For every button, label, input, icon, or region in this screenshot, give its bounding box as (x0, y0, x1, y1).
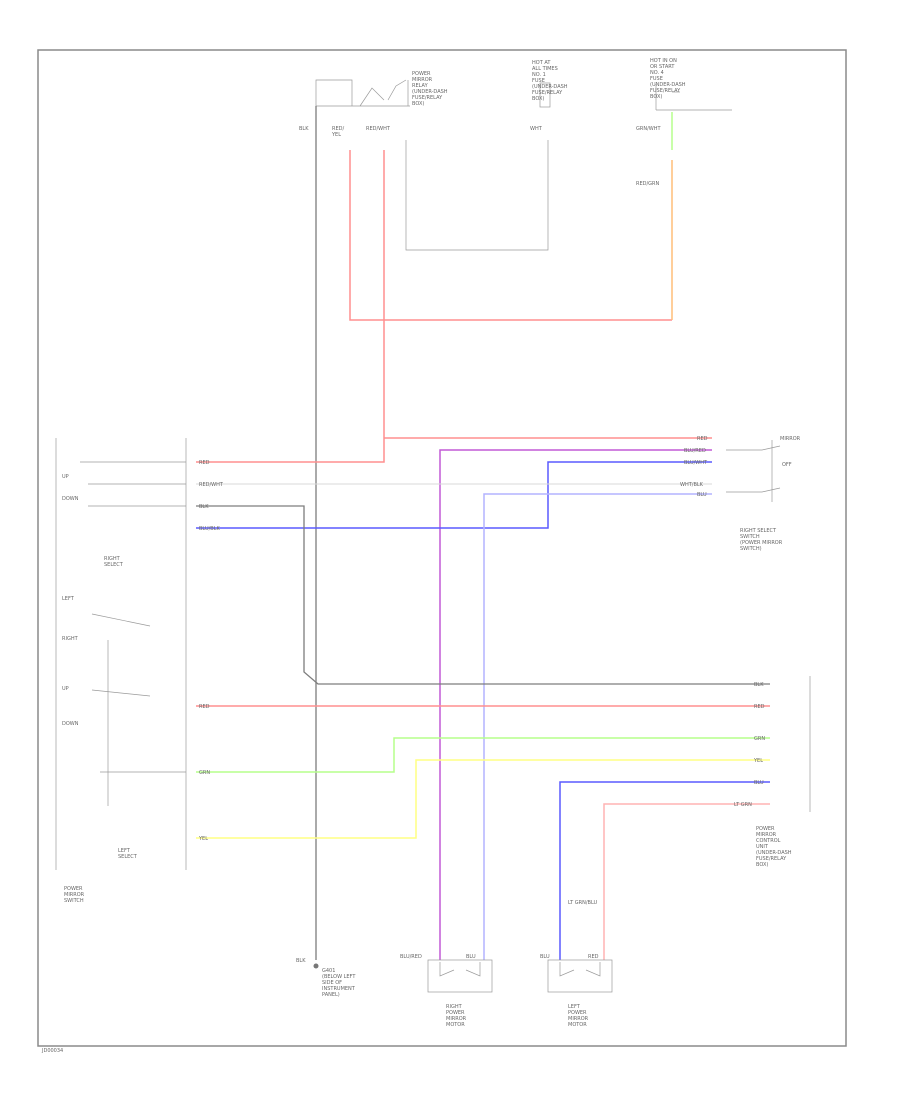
wire-lt-blu (483, 493, 712, 960)
bus-label-blk: BLK (754, 682, 764, 688)
bus-label-grn: GRN (754, 736, 765, 742)
switch-left-sel: LEFT (62, 596, 75, 602)
wire-blk-switch (196, 505, 770, 685)
left-mirror-motor (547, 959, 613, 993)
right-mirror-motor (427, 959, 493, 993)
right-select-switch (726, 440, 781, 502)
wire-purple (439, 449, 712, 960)
right-label-blu: BLU (697, 492, 707, 498)
right-label-wht-blk: WHT/BLK (680, 482, 704, 488)
sw-label-red2: RED (199, 704, 210, 710)
wire-label-top-orn: RED/GRN (636, 181, 660, 187)
sw-label-yel: YEL (198, 836, 208, 842)
right-label-blu-red: BLU/RED (684, 448, 706, 454)
switch-up-2: UP (62, 686, 69, 692)
right-label-blu-wht: BLU/WHT (684, 460, 708, 466)
wire-red-wht (196, 150, 385, 463)
wire-label-top-red-wht: RED/WHT (366, 126, 391, 132)
switch-right-sel: RIGHT (62, 636, 79, 642)
wire-blu-wht (196, 461, 712, 529)
right-label-red: RED (697, 436, 708, 442)
wire-label-top-wht: WHT (530, 126, 543, 132)
wire-blu-bus (559, 781, 770, 960)
sw-label-red: RED (199, 460, 210, 466)
wire-wht-loop (405, 140, 549, 251)
sw-label-red-wht: RED/WHT (199, 482, 224, 488)
footer-code: JD00034 (41, 1048, 63, 1054)
ground-wire-label: BLK (296, 958, 306, 964)
right-motor-pin-b: BLU (466, 954, 476, 960)
power-mirror-relay (315, 79, 410, 107)
wire-label-top-red-yel: RED/YEL (331, 126, 344, 138)
wire-red-yel (349, 150, 672, 321)
right-select-off: OFF (782, 462, 792, 468)
right-select-mirror: MIRROR (780, 436, 801, 442)
power-mirror-switch (55, 438, 187, 870)
sw-label-blu-blk: BLU/BLK (199, 526, 221, 532)
switch-down: DOWN (62, 496, 79, 502)
left-motor-pin-b: RED (588, 954, 599, 960)
bus-label-yel: YEL (753, 758, 763, 764)
switch-down-2: DOWN (62, 721, 79, 727)
right-motor-pin-a: BLU/RED (400, 954, 422, 960)
wire-label-top-blk: BLK (299, 126, 309, 132)
bus-label-red: RED (754, 704, 765, 710)
diagram-frame (37, 49, 847, 1047)
sw-label-blk: BLK (199, 504, 209, 510)
bus-label-lt-grn: LT GRN (734, 802, 752, 808)
bus-label-blu: BLU (754, 780, 764, 786)
left-motor-pin-a: BLU (540, 954, 550, 960)
wire-label-top-grn-wht: GRN/WHT (636, 126, 661, 132)
wire-yel-bus (196, 759, 770, 839)
wire-grn-bus (196, 737, 770, 773)
switch-up: UP (62, 474, 69, 480)
wire-pink-bus (603, 803, 770, 960)
sw-label-grn: GRN (199, 770, 210, 776)
ground-point (313, 963, 319, 969)
left-motor-wire: LT GRN/BLU (568, 900, 597, 906)
